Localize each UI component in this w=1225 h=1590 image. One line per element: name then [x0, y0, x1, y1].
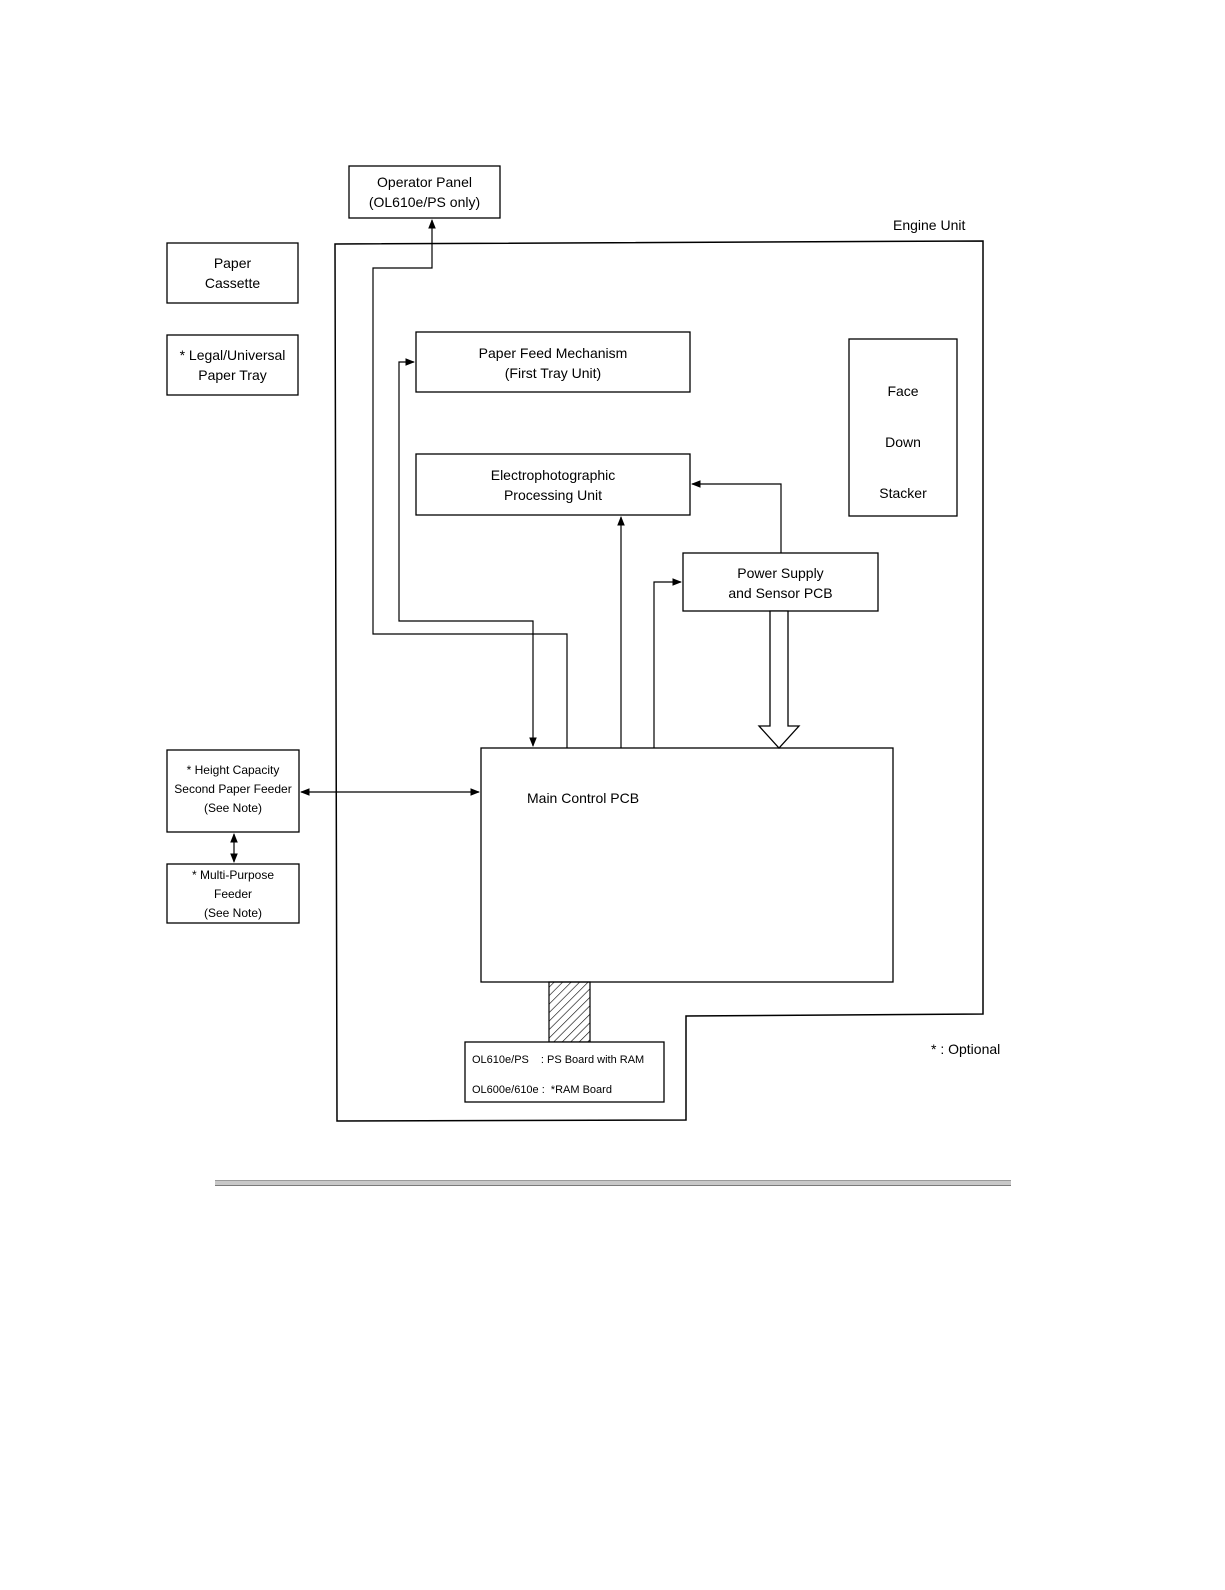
power-supply-label: Power Supply and Sensor PCB — [728, 565, 833, 601]
ram-board-box — [464, 1041, 665, 1103]
power-supply-box — [682, 552, 879, 612]
operator-panel-label: Operator Panel (OL610e/PS only) — [368, 174, 481, 210]
operator-panel-link — [372, 219, 568, 748]
ps-board-label: OL610e/PS: PS Board with RAM — [472, 1054, 645, 1066]
paper-cassette-box — [166, 242, 299, 304]
paper-feed-label: Paper Feed Mechanism (First Tray Unit) — [478, 345, 628, 381]
operator-panel-box — [348, 165, 501, 219]
optional-note: * : Optional — [931, 1041, 1001, 1057]
second-feeder-box — [166, 749, 300, 833]
multi-purpose-label: * Multi-Purpose Feeder (See Note) — [191, 868, 275, 920]
main-to-power-link — [653, 578, 682, 748]
paper-cassette-label: Paper Cassette — [204, 255, 261, 291]
legal-tray-box — [166, 334, 299, 396]
face-down-stacker-box — [848, 338, 958, 517]
electrophotographic-label: Electrophotographic Processing Unit — [490, 467, 616, 503]
multi-purpose-box — [166, 863, 300, 924]
engine-unit-label: Engine Unit — [893, 217, 966, 233]
power-to-electro-link — [691, 480, 782, 553]
main-control-label: Main Control PCB — [527, 790, 640, 806]
horizontal-rule — [215, 1180, 1011, 1186]
ram-board-label: OL600e/610e :*RAM Board — [472, 1084, 612, 1096]
engine-unit-outline — [334, 240, 984, 1122]
legal-tray-label: * Legal/Universal Paper Tray — [179, 347, 286, 383]
second-feeder-label: * Height Capacity Second Paper Feeder (S… — [174, 763, 292, 815]
main-control-box — [480, 747, 894, 983]
face-down-stacker-label: Face Down Stacker — [879, 383, 927, 501]
paper-feed-link — [398, 358, 537, 747]
power-hollow-arrow — [757, 610, 801, 749]
hatched-connector — [548, 981, 591, 1043]
